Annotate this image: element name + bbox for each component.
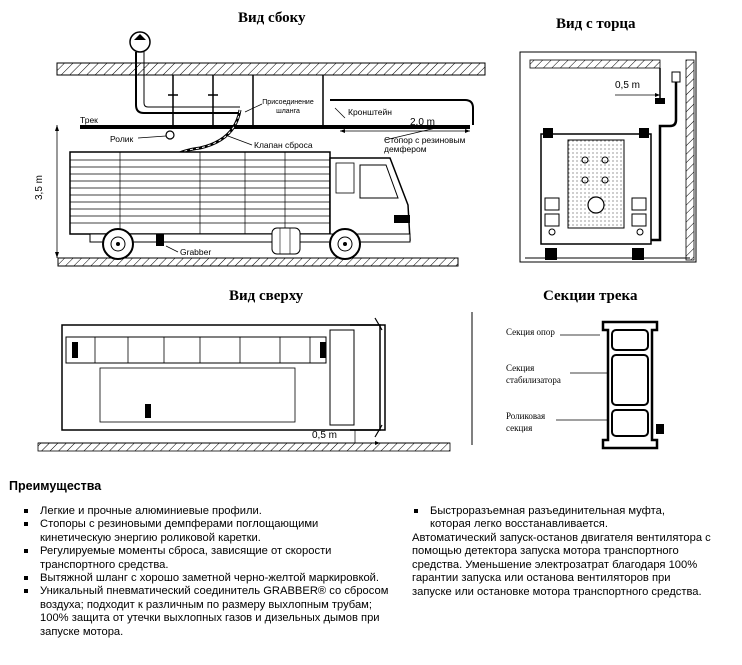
label-track: Трек: [80, 115, 98, 125]
sections-title: Секции трека: [543, 288, 638, 304]
track-sections-drawing: [471, 312, 664, 450]
label-section-roller: Роликовая секция: [506, 411, 546, 433]
top-view-dim: 0,5 m: [312, 430, 338, 441]
label-bracket: Кронштейн: [348, 107, 392, 117]
top-view-drawing: [37, 317, 451, 452]
label-release-valve: Клапан сброса: [254, 140, 313, 150]
list-item: Вытяжной шланг с хорошо заметной черно-ж…: [18, 572, 390, 585]
label-roller: Ролик: [110, 134, 134, 144]
list-item: Быстроразъемная разъединительная муфта, …: [408, 505, 708, 532]
advantages-right-paragraph: Автоматический запуск-останов двигателя …: [412, 532, 711, 598]
label-stopper: Стопор с резиновым демфером: [384, 135, 466, 154]
list-item: Уникальный пневматический соединитель GR…: [18, 585, 390, 639]
advantages-right-list: Быстроразъемная разъединительная муфта, …: [408, 505, 708, 532]
top-view-title: Вид сверху: [229, 288, 304, 304]
label-grabber: Grabber: [180, 247, 212, 257]
duct: [135, 52, 240, 114]
end-view-frame: [519, 51, 697, 263]
advantages-title: Преимущества: [9, 479, 102, 493]
roller: [165, 130, 175, 140]
floor: [57, 257, 459, 267]
bracket: [330, 99, 474, 125]
drawings-canvas: [37, 31, 697, 452]
label-section-support: Секция опор: [506, 327, 555, 337]
end-view-title: Вид с торца: [556, 16, 636, 32]
dim-length: 2,0 m: [410, 117, 436, 128]
dim-height: 3,5 m: [34, 174, 45, 200]
end-view-drawing: [519, 51, 697, 263]
label-section-stabilizer: Секция стабилизатора: [506, 363, 561, 385]
list-item: Легкие и прочные алюминиевые профили.: [18, 505, 390, 518]
advantages-left-list: Легкие и прочные алюминиевые профили. Ст…: [18, 505, 390, 639]
end-view-hose: [595, 80, 678, 242]
fan-icon: [129, 31, 151, 53]
side-view-drawing: [55, 31, 486, 267]
ceiling: [56, 62, 486, 76]
label-hose-connection: Присоединение шланга: [262, 99, 314, 115]
list-item: Стопоры с резиновыми демпферами поглощаю…: [18, 518, 390, 545]
list-item: Регулируемые моменты сброса, зависящие о…: [18, 545, 390, 572]
truck: [69, 151, 411, 260]
end-view-dim: 0,5 m: [615, 80, 641, 91]
track-rail: [80, 125, 470, 129]
side-view-title: Вид сбоку: [238, 10, 306, 26]
